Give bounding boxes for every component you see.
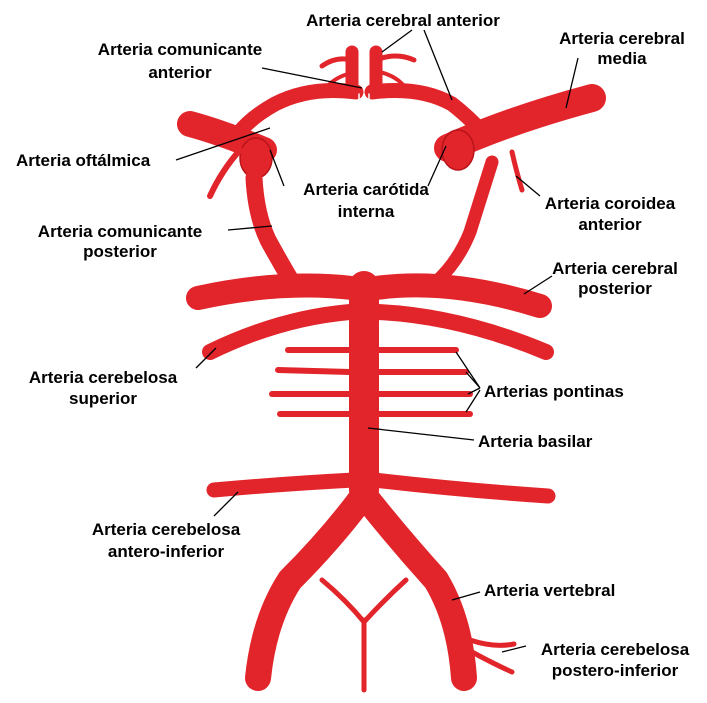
posterior-cerebral-artery-left xyxy=(198,286,352,298)
ophthalmic-branch xyxy=(210,150,240,196)
anterior-arch-left xyxy=(238,91,356,135)
label-cerebelosa-superior-line2: superior xyxy=(69,389,137,408)
label-cerebelosa-ai-line2: antero-inferior xyxy=(108,542,224,561)
anterior-spinal-artery xyxy=(322,580,406,622)
vertebral-artery-left xyxy=(258,500,360,678)
internal-carotid-right xyxy=(442,130,474,170)
label-oftalmica: Arteria oftálmica xyxy=(16,151,150,170)
label-cerebelosa-pi-line1: Arteria cerebelosa xyxy=(541,640,689,659)
pontine-artery xyxy=(278,370,350,372)
label-pontinas: Arterias pontinas xyxy=(484,382,624,401)
label-comunicante-posterior-line1: Arteria comunicante xyxy=(38,222,202,241)
leader-pontinas xyxy=(456,352,480,412)
anterior-inferior-cerebellar-right xyxy=(374,480,548,496)
posterior-cerebral-artery-right xyxy=(376,285,540,306)
label-coroidea-line2: anterior xyxy=(578,215,641,234)
posterior-communicating-left xyxy=(254,178,292,282)
label-coroidea-line1: Arteria coroidea xyxy=(545,194,675,213)
label-carotida-line2: interna xyxy=(338,202,395,221)
superior-cerebellar-artery-right xyxy=(378,312,546,352)
label-comunicante-posterior-line2: posterior xyxy=(83,242,157,261)
anterior-cerebral-branch xyxy=(376,56,414,60)
label-cerebral-posterior-line1: Arteria cerebral xyxy=(552,259,678,278)
label-comunicante-anterior-line1: Arteria comunicante xyxy=(98,40,262,59)
label-cerebral-media-line2: media xyxy=(597,49,646,68)
label-cerebral-anterior: Arteria cerebral anterior xyxy=(306,11,500,30)
label-cerebral-posterior-line2: posterior xyxy=(578,279,652,298)
label-basilar: Arteria basilar xyxy=(478,432,592,451)
label-comunicante-anterior-line2: anterior xyxy=(148,63,211,82)
posterior-communicating-right xyxy=(436,162,492,282)
label-cerebelosa-ai-line1: Arteria cerebelosa xyxy=(92,520,240,539)
label-cerebelosa-superior-line1: Arteria cerebelosa xyxy=(29,368,177,387)
posterior-inferior-cerebellar-branch xyxy=(472,652,512,672)
leader-basilar xyxy=(368,428,474,440)
label-vertebral: Arteria vertebral xyxy=(484,581,615,600)
leader-cerebral-posterior xyxy=(524,276,552,294)
anterior-choroidal-branch xyxy=(512,152,522,190)
superior-cerebellar-artery-left xyxy=(210,312,350,352)
vertebral-artery-right xyxy=(368,500,464,678)
label-cerebral-media-line1: Arteria cerebral xyxy=(559,29,685,48)
label-carotida-line1: Arteria carótida xyxy=(303,180,429,199)
anterior-inferior-cerebellar-left xyxy=(214,480,354,490)
label-cerebelosa-pi-line2: postero-inferior xyxy=(552,661,679,680)
posterior-inferior-cerebellar-branch xyxy=(470,640,514,645)
